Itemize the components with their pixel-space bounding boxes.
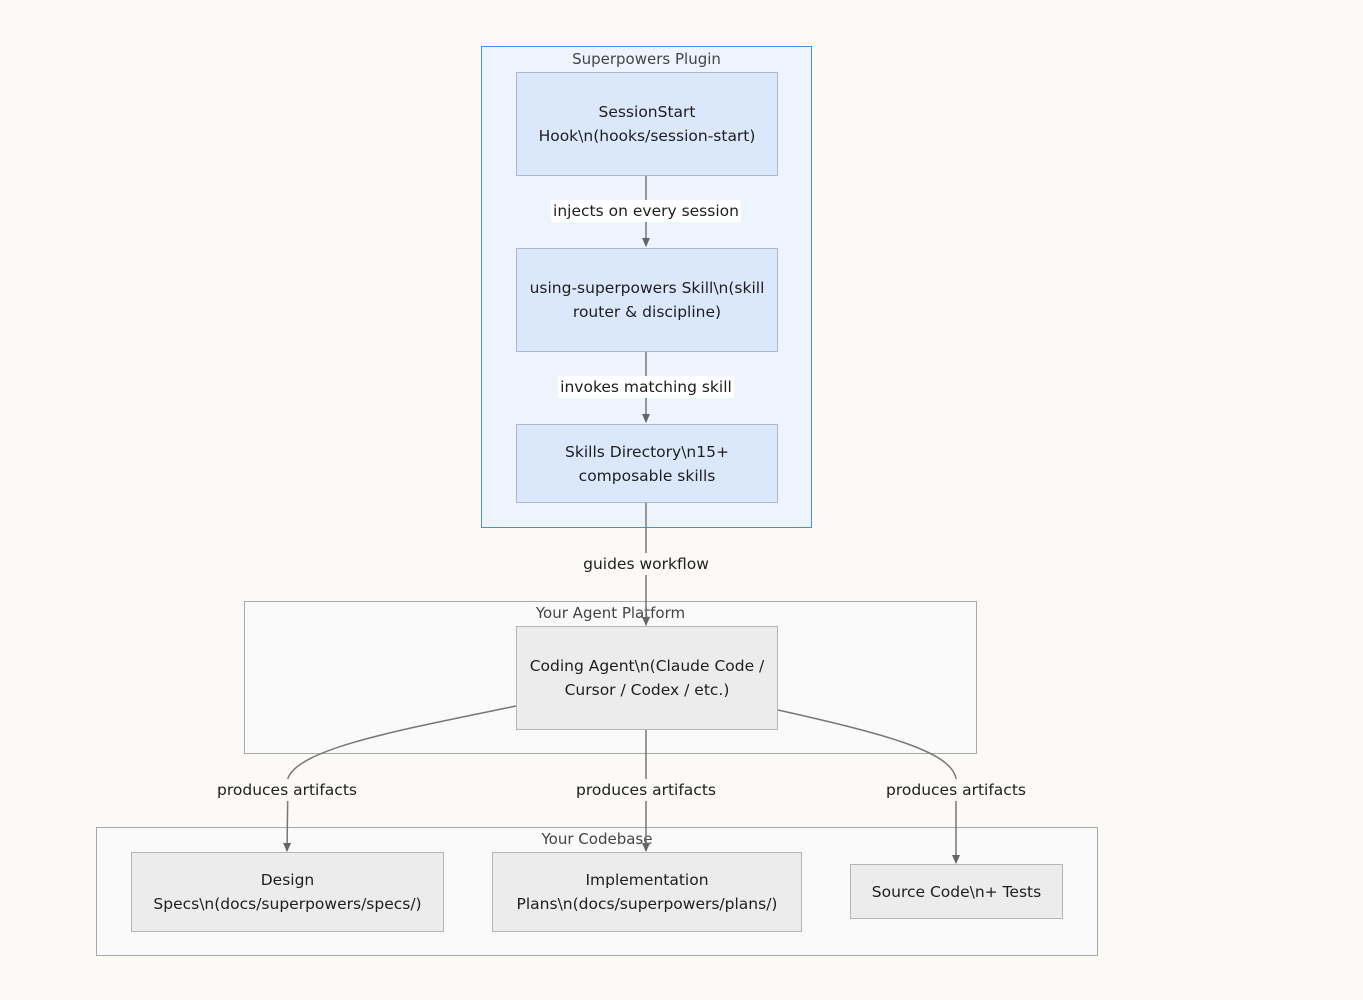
edge-label-guides: guides workflow — [581, 553, 711, 575]
design-specs-node: Design Specs\n(docs/superpowers/specs/) — [131, 852, 444, 932]
using-superpowers-skill-node: using-superpowers Skill\n(skill router &… — [516, 248, 778, 352]
edge-label-produces-plans: produces artifacts — [574, 779, 718, 801]
implementation-plans-node: Implementation Plans\n(docs/superpowers/… — [492, 852, 802, 932]
using-superpowers-skill-label: using-superpowers Skill\n(skill router &… — [529, 279, 765, 321]
edge-label-injects: injects on every session — [551, 200, 741, 222]
superpowers-plugin-title: Superpowers Plugin — [572, 50, 721, 68]
skills-directory-node: Skills Directory\n15+ composable skills — [516, 424, 778, 503]
skills-directory-label: Skills Directory\n15+ composable skills — [565, 442, 729, 485]
edge-label-produces-source: produces artifacts — [884, 779, 1028, 801]
implementation-plans-label: Implementation Plans\n(docs/superpowers/… — [516, 871, 778, 913]
source-code-label: Source Code\n+ Tests — [871, 882, 1042, 901]
coding-agent-label: Coding Agent\n(Claude Code / Cursor / Co… — [529, 657, 765, 699]
source-code-node: Source Code\n+ Tests — [850, 864, 1063, 919]
coding-agent-node: Coding Agent\n(Claude Code / Cursor / Co… — [516, 626, 778, 730]
session-start-hook-label: SessionStart Hook\n(hooks/session-start) — [538, 103, 756, 145]
codebase-title: Your Codebase — [541, 830, 653, 848]
edge-produces-source-line — [777, 709, 960, 864]
design-specs-label: Design Specs\n(docs/superpowers/specs/) — [153, 871, 422, 913]
edge-label-invokes: invokes matching skill — [558, 376, 734, 398]
edge-produces-design-line — [283, 705, 517, 852]
session-start-hook-node: SessionStart Hook\n(hooks/session-start) — [516, 72, 778, 176]
edge-label-produces-design: produces artifacts — [215, 779, 359, 801]
